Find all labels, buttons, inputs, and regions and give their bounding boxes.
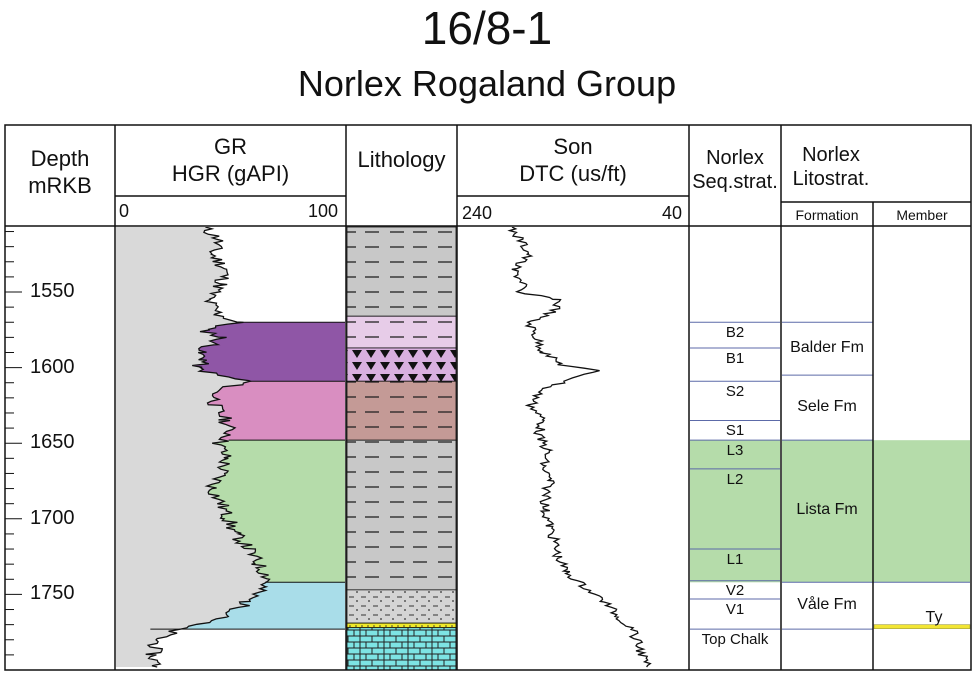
formation-label-1: Sele Fm (797, 397, 857, 415)
member-column (873, 624, 971, 629)
gr-curve (145, 227, 271, 668)
member-label-0: Ty (925, 609, 943, 627)
depth-label-1600: 1600 (30, 355, 75, 378)
seq-label-s1: S1 (725, 422, 745, 440)
sequence-column (690, 321, 780, 630)
lith-pattern-7 (346, 627, 457, 671)
lith-pattern-2 (346, 347, 457, 382)
formation-column (782, 321, 970, 630)
formation-label-2: Lista Fm (796, 501, 858, 519)
grid-frame (4, 124, 972, 671)
gr-scale-max: 100 (308, 201, 339, 221)
formation-header: Formation (795, 207, 859, 223)
depth-label-1650: 1650 (30, 431, 75, 454)
gr-zone-fill-2 (206, 440, 345, 583)
lith-pattern-0 (346, 226, 457, 317)
seq-label-top-chalk: Top Chalk (701, 631, 769, 649)
sonic-scale-max: 40 (662, 203, 683, 223)
lithology-header: Lithology (357, 147, 446, 172)
seq-label-l2: L2 (726, 470, 744, 488)
depth-label-1750: 1750 (30, 582, 75, 605)
lith-pattern-4 (346, 439, 457, 591)
gr-curve-layer (145, 227, 271, 668)
seq-label-b2: B2 (725, 324, 745, 342)
lith-pattern-6 (346, 622, 457, 629)
gr-zone-fill-0 (192, 322, 345, 382)
seq-label-l1: L1 (726, 551, 744, 569)
gr-fill-area (116, 227, 270, 667)
gr-scale-min: 0 (119, 201, 130, 221)
lith-pattern-5 (346, 589, 457, 624)
seq-label-b1: B1 (725, 349, 745, 367)
gr-shading (116, 227, 345, 667)
chart-title: 16/8-1 (421, 2, 553, 54)
lith-pattern-1 (346, 315, 457, 349)
seq-label-v1: V1 (725, 600, 745, 618)
seq-lista-band (690, 440, 780, 583)
member-header: Member (896, 207, 948, 223)
member-ty-bar (873, 624, 971, 629)
depth-label-1700: 1700 (30, 506, 75, 529)
gr-zone-fill-1 (207, 381, 345, 441)
formation-label-0: Balder Fm (790, 338, 864, 356)
dtc-curve (507, 227, 652, 668)
seq-label-s2: S2 (725, 383, 745, 401)
formation-label-3: Våle Fm (797, 595, 857, 613)
fm-lista-band (782, 440, 970, 583)
sonic-curve-layer (507, 227, 652, 668)
depth-label-1550: 1550 (30, 280, 75, 302)
seq-label-v2: V2 (725, 581, 745, 599)
lithology-column (346, 226, 457, 671)
sonic-scale-min: 240 (462, 203, 493, 223)
depth-axis (5, 231, 22, 671)
lith-pattern-3 (346, 380, 457, 441)
chart-subtitle: Norlex Rogaland Group (297, 63, 677, 104)
seq-label-l3: L3 (726, 442, 744, 460)
